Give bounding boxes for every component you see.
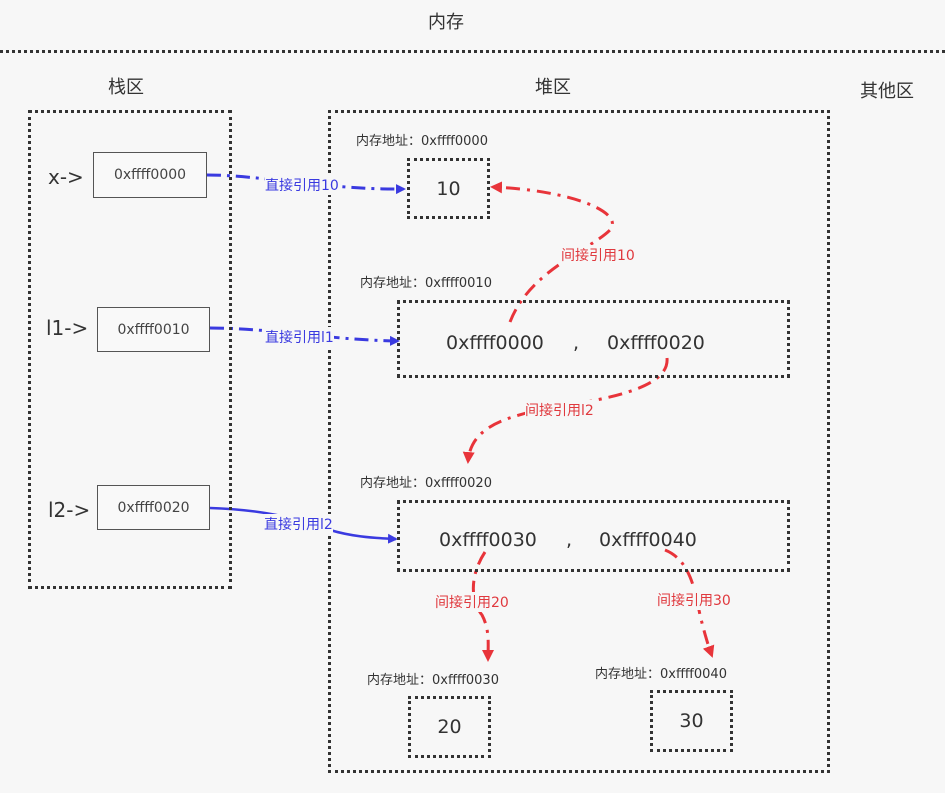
stack-var-label: l2-> — [48, 498, 91, 522]
stack-var-value: 0xffff0020 — [97, 485, 210, 530]
stack-var-value: 0xffff0000 — [93, 152, 207, 198]
heap-region — [328, 110, 830, 773]
heap-address-label: 内存地址：0xffff0000 — [356, 134, 488, 149]
heap-value: 10 — [436, 177, 461, 200]
indirect-ref-label: 间接引用20 — [435, 592, 509, 612]
heap-address-label: 内存地址：0xffff0030 — [367, 673, 499, 688]
memory-divider — [0, 50, 945, 53]
stack-region — [28, 110, 232, 589]
indirect-ref-label: 间接引用30 — [657, 590, 731, 610]
other-region-label: 其他区 — [860, 81, 914, 102]
heap-value-box: 20 — [408, 696, 491, 758]
direct-ref-label: 直接引用10 — [265, 175, 339, 195]
list-item: 0xffff0030 — [439, 529, 537, 551]
heap-value: 20 — [437, 716, 462, 738]
stack-var-label: l1-> — [46, 316, 89, 340]
heap-address-label: 内存地址：0xffff0020 — [360, 476, 492, 491]
heap-address-label: 内存地址：0xffff0010 — [360, 276, 492, 291]
list-separator: , — [573, 332, 580, 354]
list-item: 0xffff0000 — [446, 332, 544, 354]
heap-value-box: 30 — [650, 690, 733, 752]
indirect-ref-label: 间接引用10 — [561, 245, 635, 265]
stack-var-value: 0xffff0010 — [97, 307, 210, 352]
memory-title: 内存 — [428, 12, 464, 33]
heap-address-label: 内存地址：0xffff0040 — [595, 667, 727, 682]
heap-list-box: 0xffff0000 , 0xffff0020 — [397, 300, 790, 378]
stack-var-label: x-> — [48, 165, 84, 189]
list-separator: , — [566, 529, 573, 551]
heap-value-box: 10 — [407, 158, 490, 219]
heap-value: 30 — [679, 710, 704, 732]
direct-ref-label: 直接引用l2 — [264, 514, 333, 534]
heap-list-box: 0xffff0030 , 0xffff0040 — [397, 500, 790, 572]
direct-ref-label: 直接引用l1 — [265, 327, 334, 347]
list-item: 0xffff0020 — [607, 332, 705, 354]
indirect-ref-label: 间接引用l2 — [525, 400, 594, 420]
list-item: 0xffff0040 — [599, 529, 697, 551]
stack-region-label: 栈区 — [108, 77, 144, 98]
heap-region-label: 堆区 — [535, 77, 571, 98]
